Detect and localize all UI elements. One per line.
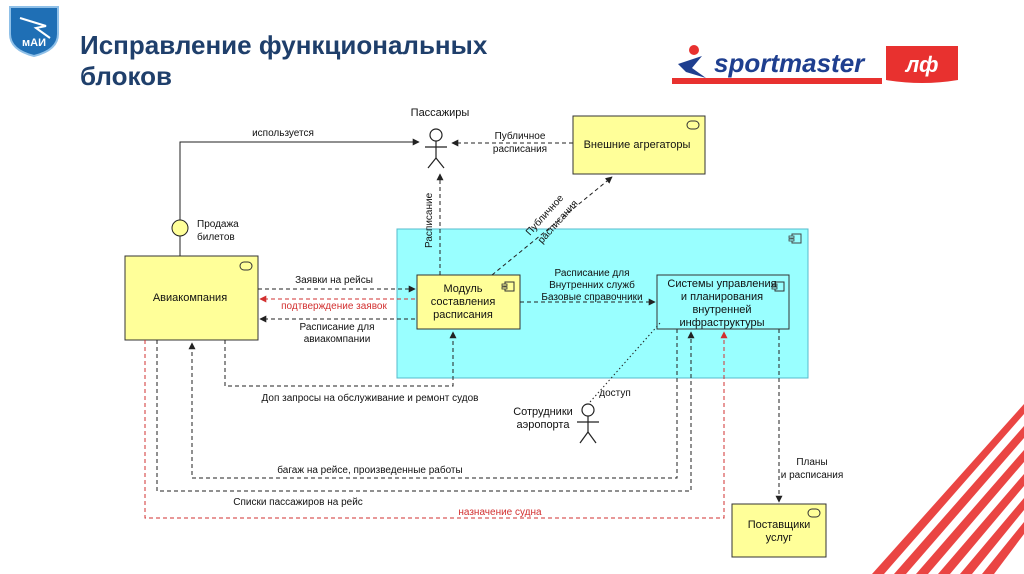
systems-label-2: и планирования — [681, 291, 763, 303]
systems-component-icon — [771, 281, 785, 292]
edge-plans-label-2: и расписания — [781, 470, 844, 481]
edge-internal-label-1: Расписание для — [555, 268, 630, 279]
module-component-icon — [501, 281, 515, 292]
staff-actor-icon — [577, 403, 599, 444]
edge-baggage-label: багаж на рейсе, произведенные работы — [277, 464, 462, 476]
edge-internal-label-2: Внутренних служб — [549, 279, 635, 291]
passengers-actor-icon — [425, 128, 447, 169]
suppliers-node — [731, 503, 827, 558]
sales-label-2: билетов — [197, 231, 235, 243]
edge-staff-access-label: доступ — [599, 388, 631, 399]
systems-label-1: Системы управления — [667, 278, 776, 290]
sales-label-1: Продажа — [197, 219, 239, 230]
edge-extra-requests — [224, 331, 457, 387]
sportmaster-logo-text: sportmaster — [714, 48, 866, 78]
sales-interface-icon — [171, 219, 189, 237]
airline-role-icon — [239, 261, 253, 271]
module-label-1: Модуль — [444, 283, 483, 295]
aggregators-role-icon — [686, 120, 700, 130]
runner-icon — [678, 45, 706, 78]
staff-label-2: аэропорта — [517, 419, 571, 431]
module-label-2: составления — [431, 296, 496, 308]
edge-internal-label-3: Базовые справочники — [541, 292, 642, 303]
passengers-label: Пассажиры — [411, 107, 470, 119]
page-title-line2: блоков — [80, 61, 173, 91]
mai-logo-text: мАИ — [22, 37, 46, 49]
edge-passenger-lists — [156, 331, 695, 492]
component-icon — [788, 233, 802, 244]
edge-airline-schedule-label-1: Расписание для — [300, 322, 375, 333]
edge-vessel-assign — [144, 331, 728, 519]
decorative-stripes — [872, 404, 1024, 574]
page-title: Исправление функциональных блоков — [80, 30, 487, 92]
edge-plans-label-1: Планы — [796, 457, 827, 468]
edge-staff-access — [589, 322, 661, 403]
suppliers-label-2: услуг — [766, 532, 793, 544]
edge-schedule-vertical-label: Расписание — [424, 192, 435, 248]
edge-public-label-1: Публичное — [495, 130, 546, 142]
aggregators-node — [572, 115, 706, 175]
airline-label: Авиакомпания — [153, 292, 227, 304]
mai-logo: мАИ — [9, 6, 59, 58]
edge-passenger-lists-label: Списки пассажиров на рейс — [233, 497, 363, 508]
edge-flight-requests-label: Заявки на рейсы — [295, 275, 373, 286]
sportmaster-logo: sportmaster лф — [672, 45, 958, 84]
staff-label-1: Сотрудники — [513, 406, 573, 418]
infrastructure-systems-node — [656, 274, 790, 330]
aggregators-label: Внешние агрегаторы — [584, 139, 691, 151]
edge-extra-requests-label: Доп запросы на обслуживание и ремонт суд… — [262, 392, 479, 404]
module-label-3: расписания — [433, 309, 493, 321]
airline-node — [124, 255, 259, 341]
systems-label-4: инфраструктуры — [679, 317, 764, 329]
edge-public-label-2: расписания — [493, 144, 547, 155]
suppliers-role-icon — [807, 508, 821, 518]
edge-airline-schedule-label-2: авиакомпании — [304, 334, 371, 345]
edge-baggage — [188, 329, 678, 479]
edge-used-label: используется — [252, 128, 314, 139]
edge-request-confirm-label: подтверждение заявок — [281, 301, 387, 312]
systems-label-3: внутренней — [692, 304, 751, 316]
edge-used — [179, 138, 420, 220]
edge-public-diagonal — [491, 176, 613, 276]
page-title-line1: Исправление функциональных — [80, 30, 488, 60]
lf-badge-text: лф — [905, 52, 939, 77]
suppliers-label-1: Поставщики — [748, 519, 811, 531]
edge-vessel-assign-label: назначение судна — [458, 507, 542, 518]
